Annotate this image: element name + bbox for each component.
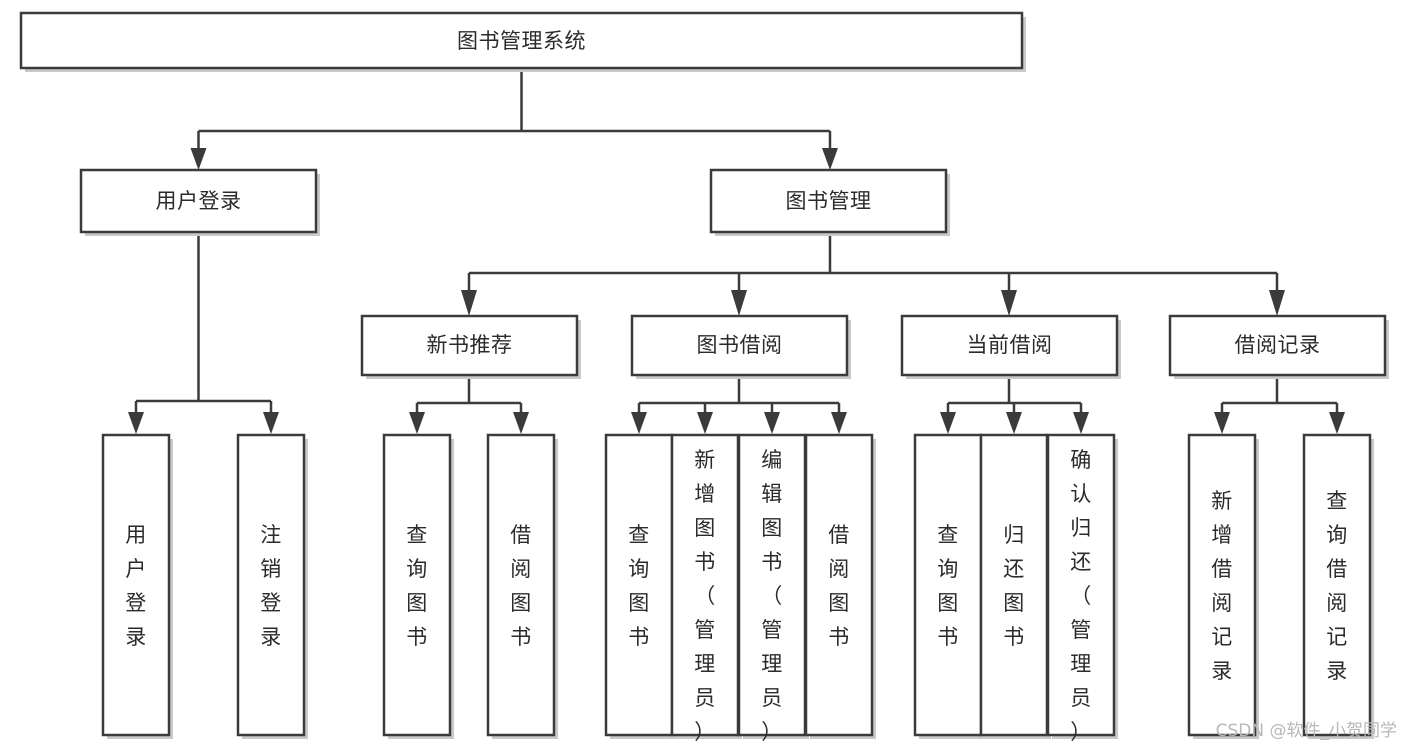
leaf-borrow-record-1[interactable]: 新增借阅记录 — [1187, 433, 1259, 739]
leaf-br-2-box[interactable] — [1302, 433, 1372, 737]
arrow-head-user-login — [190, 148, 207, 170]
arrow-head-borrow-record — [1269, 290, 1285, 316]
arrow-head-cb-leaf-1 — [940, 412, 956, 434]
leaf-bb-4-label: 借阅图书 — [828, 523, 850, 649]
csdn-watermark: CSDN @软件_小贺同学 — [1215, 721, 1397, 741]
leaf-book-borrow-4[interactable]: 借阅图书 — [804, 433, 876, 739]
arrow-head-br-leaf-1 — [1214, 412, 1230, 434]
leaf-user-login-2-label: 注销登录 — [260, 523, 282, 649]
node-new-book-recommend-label: 新书推荐 — [427, 333, 513, 357]
node-book-borrow-box[interactable] — [630, 314, 849, 377]
arrow-head-current-borrow — [1001, 290, 1017, 316]
node-new-book-recommend[interactable]: 新书推荐 — [360, 314, 581, 379]
leaf-nbr-2-box[interactable] — [486, 433, 556, 737]
leaf-cb-1-box[interactable] — [913, 433, 983, 737]
leaf-cb-3-label: 确认归还（管理员） — [1070, 448, 1092, 744]
node-user-login-box[interactable] — [79, 168, 318, 234]
node-book-borrow[interactable]: 图书借阅 — [630, 314, 851, 379]
leaf-user-login-2-box[interactable] — [236, 433, 306, 737]
arrow-head-new-book-recommend — [461, 290, 477, 316]
leaf-bb-3-label: 编辑图书（管理员） — [761, 448, 783, 744]
leaf-nbr-2-label: 借阅图书 — [510, 523, 532, 649]
node-new-book-recommend-box[interactable] — [360, 314, 579, 377]
leaf-nbr-1-box[interactable] — [382, 433, 452, 737]
leaf-book-borrow-1[interactable]: 查询图书 — [604, 433, 676, 739]
leaf-bb-1-box[interactable] — [604, 433, 674, 737]
arrow-head-cb-leaf-3 — [1073, 412, 1089, 434]
node-book-borrow-label: 图书借阅 — [697, 333, 783, 357]
leaf-current-borrow-1[interactable]: 查询图书 — [913, 433, 985, 739]
leaf-cb-3-box[interactable] — [1046, 433, 1116, 737]
leaf-user-login-1-label: 用户登录 — [125, 523, 147, 649]
arrow-head-bb-leaf-1 — [631, 412, 647, 434]
leaf-bb-3-box[interactable] — [737, 433, 807, 737]
node-user-login[interactable]: 用户登录 — [79, 168, 320, 236]
leaf-book-borrow-3[interactable]: 编辑图书（管理员） — [737, 433, 809, 744]
leaf-cb-1-label: 查询图书 — [937, 523, 959, 649]
arrow-head-nbr-leaf-1 — [409, 412, 425, 434]
arrow-head-bb-leaf-4 — [831, 412, 847, 434]
node-book-manage-label: 图书管理 — [786, 189, 872, 213]
node-book-manage-box[interactable] — [709, 168, 948, 234]
leaf-current-borrow-2[interactable]: 归还图书 — [979, 433, 1051, 739]
leaf-cb-2-box[interactable] — [979, 433, 1049, 737]
leaf-new-book-recommend-1[interactable]: 查询图书 — [382, 433, 454, 739]
arrow-head-nbr-leaf-2 — [513, 412, 529, 434]
arrow-head-bb-leaf-2 — [697, 412, 713, 434]
node-borrow-record[interactable]: 借阅记录 — [1168, 314, 1389, 379]
leaf-bb-1-label: 查询图书 — [628, 523, 650, 649]
leaf-br-1-box[interactable] — [1187, 433, 1257, 737]
node-root-label: 图书管理系统 — [457, 29, 586, 53]
leaf-current-borrow-3[interactable]: 确认归还（管理员） — [1046, 433, 1118, 744]
leaf-nbr-1-label: 查询图书 — [406, 523, 428, 649]
node-root-box[interactable] — [19, 11, 1024, 70]
arrow-head-leaf-logout — [263, 412, 279, 434]
arrow-head-br-leaf-2 — [1329, 412, 1345, 434]
connector-layer — [128, 68, 1345, 434]
node-user-login-label: 用户登录 — [156, 189, 242, 213]
node-current-borrow-box[interactable] — [900, 314, 1119, 377]
leaf-bb-4-box[interactable] — [804, 433, 874, 737]
leaf-cb-2-label: 归还图书 — [1003, 523, 1025, 649]
leaf-new-book-recommend-2[interactable]: 借阅图书 — [486, 433, 558, 739]
leaf-user-login-2[interactable]: 注销登录 — [236, 433, 308, 739]
leaf-bb-2-label: 新增图书（管理员） — [694, 448, 716, 744]
node-book-manage[interactable]: 图书管理 — [709, 168, 950, 236]
arrow-head-leaf-user-login — [128, 412, 144, 434]
leaf-user-login-1-box[interactable] — [101, 433, 171, 737]
arrow-head-bb-leaf-3 — [764, 412, 780, 434]
leaf-br-1-label: 新增借阅记录 — [1211, 489, 1233, 683]
leaf-user-login-1[interactable]: 用户登录 — [101, 433, 173, 739]
leaf-borrow-record-2[interactable]: 查询借阅记录 — [1302, 433, 1374, 739]
node-current-borrow-label: 当前借阅 — [967, 333, 1053, 357]
node-borrow-record-box[interactable] — [1168, 314, 1387, 377]
leaf-book-borrow-2[interactable]: 新增图书（管理员） — [670, 433, 742, 744]
leaf-bb-2-box[interactable] — [670, 433, 740, 737]
node-root[interactable]: 图书管理系统 — [19, 11, 1026, 72]
node-borrow-record-label: 借阅记录 — [1235, 333, 1321, 357]
node-current-borrow[interactable]: 当前借阅 — [900, 314, 1121, 379]
arrow-head-book-borrow — [731, 290, 747, 316]
arrow-head-book-manage — [822, 148, 838, 170]
leaf-br-2-label: 查询借阅记录 — [1326, 489, 1348, 683]
arrow-head-cb-leaf-2 — [1006, 412, 1022, 434]
